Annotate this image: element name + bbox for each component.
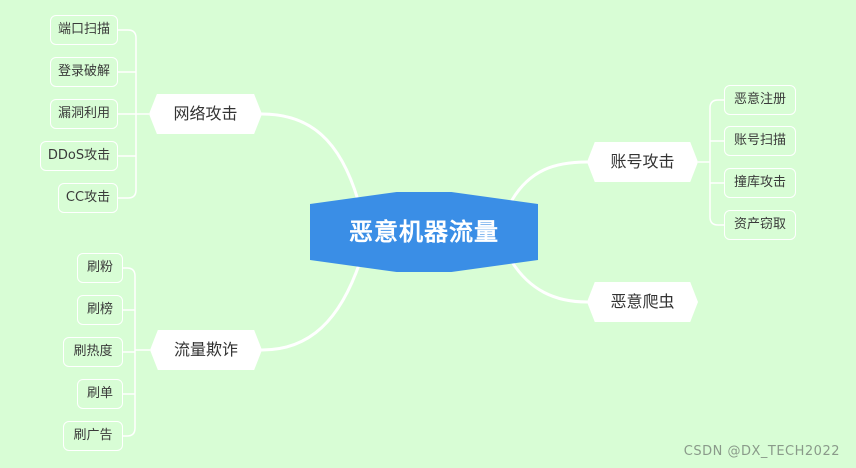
watermark: CSDN @DX_TECH2022 <box>683 444 840 459</box>
connector-root-crawler <box>510 260 589 304</box>
branch-malicious-crawler[interactable]: 恶意爬虫 <box>587 282 698 322</box>
leaf-fake-orders[interactable]: 刷单 <box>77 379 123 409</box>
leaf-ad-fraud[interactable]: 刷广告 <box>63 421 123 451</box>
branch-network-attack[interactable]: 网络攻击 <box>149 94 262 134</box>
root-node[interactable]: 恶意机器流量 <box>310 192 538 272</box>
leaf-account-scan[interactable]: 账号扫描 <box>724 126 796 156</box>
leaf-port-scan[interactable]: 端口扫描 <box>50 15 118 45</box>
leaf-heat-boost[interactable]: 刷热度 <box>63 337 123 367</box>
connector-root-network <box>260 112 360 202</box>
leaf-cc-attack[interactable]: CC攻击 <box>58 183 118 213</box>
connector-root-traffic <box>260 260 362 352</box>
branch-account-attack[interactable]: 账号攻击 <box>587 142 698 182</box>
leaf-asset-theft[interactable]: 资产窃取 <box>724 210 796 240</box>
connector-root-account <box>510 160 589 202</box>
leaf-exploit[interactable]: 漏洞利用 <box>50 99 118 129</box>
leaf-credential-stuffing[interactable]: 撞库攻击 <box>724 168 796 198</box>
leaf-ddos[interactable]: DDoS攻击 <box>40 141 118 171</box>
leaf-rank-boost[interactable]: 刷榜 <box>77 295 123 325</box>
leaf-malicious-register[interactable]: 恶意注册 <box>724 85 796 115</box>
leaf-login-crack[interactable]: 登录破解 <box>50 57 118 87</box>
branch-traffic-fraud[interactable]: 流量欺诈 <box>150 330 262 370</box>
leaf-fake-fans[interactable]: 刷粉 <box>77 253 123 283</box>
